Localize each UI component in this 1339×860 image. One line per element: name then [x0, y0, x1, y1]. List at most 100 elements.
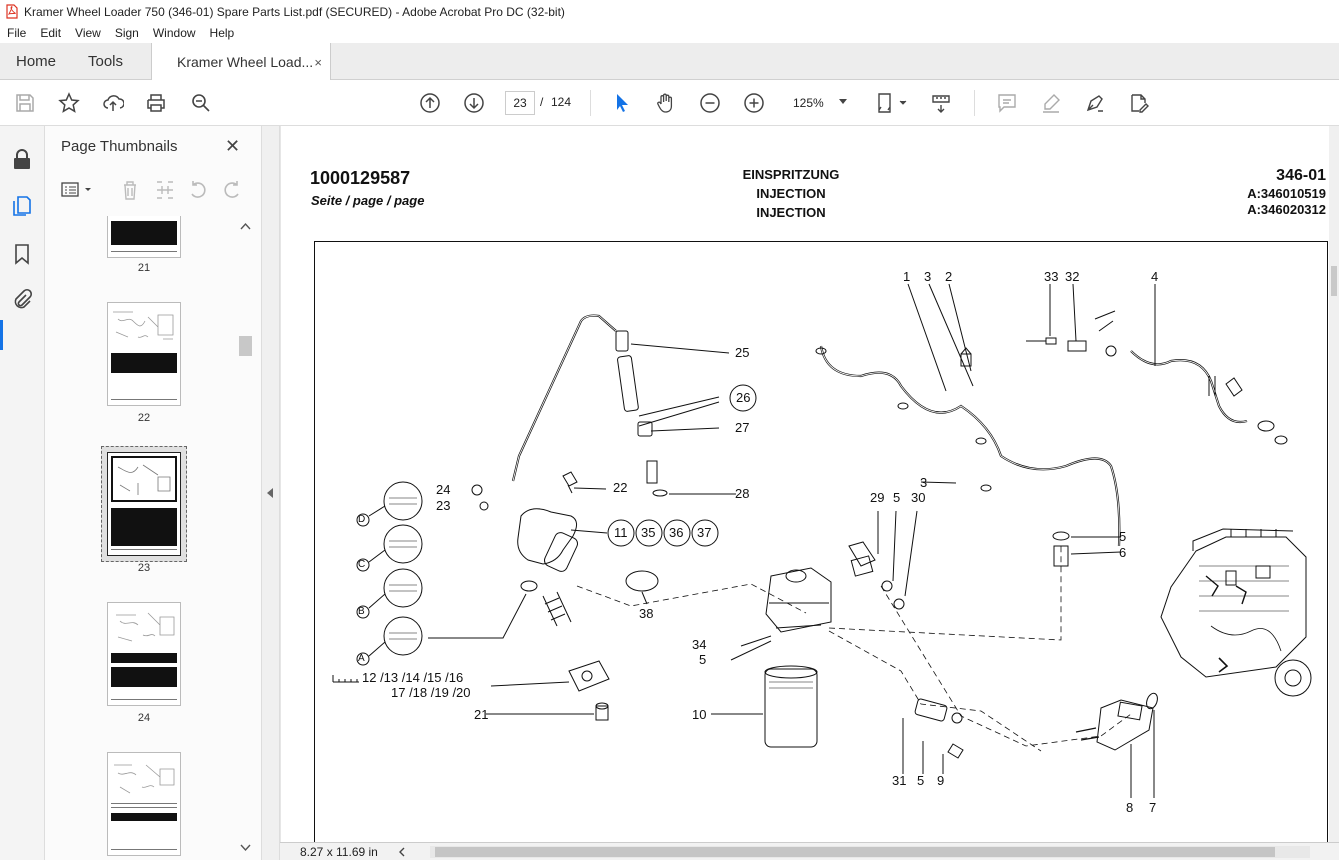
- previous-page-icon[interactable]: [418, 91, 442, 115]
- zoom-out-icon[interactable]: [698, 91, 722, 115]
- callout-28: 28: [735, 486, 750, 501]
- callout-A: A: [358, 653, 365, 664]
- callout-7: 7: [1149, 800, 1157, 815]
- print-icon[interactable]: [144, 91, 168, 115]
- serial-range-a: A:346010519: [1247, 186, 1326, 201]
- thumbnail-table-block: [111, 508, 177, 546]
- select-cursor-icon[interactable]: [610, 91, 634, 115]
- rotate-counterclockwise-icon[interactable]: [187, 179, 209, 201]
- scroll-up-icon[interactable]: [240, 222, 251, 230]
- upload-icon[interactable]: [101, 91, 125, 115]
- menu-window[interactable]: Window: [152, 26, 196, 40]
- page-separator: /: [540, 95, 544, 109]
- callout-17-20: 17 /18 /19 /20: [391, 685, 471, 700]
- highlight-pen-icon[interactable]: [1039, 91, 1063, 115]
- scroll-left-icon[interactable]: [398, 847, 406, 857]
- page-thumbnail-current[interactable]: [107, 452, 181, 556]
- menu-sign[interactable]: Sign: [114, 26, 139, 40]
- thumbnail-table-block: [111, 667, 177, 687]
- tab-home[interactable]: Home: [16, 53, 57, 70]
- callout-25: 25: [735, 345, 750, 360]
- comment-icon[interactable]: [995, 91, 1019, 115]
- thumbnail-footer-line: [111, 251, 177, 252]
- panel-collapse-splitter[interactable]: [262, 126, 280, 860]
- model-info: 346-01 A:346010519 A:346020312: [1226, 166, 1326, 218]
- scrollbar-thumb[interactable]: [435, 847, 1275, 857]
- next-page-icon[interactable]: [462, 91, 486, 115]
- thumbnail-table-block: [111, 653, 177, 663]
- thumbnail-table-block: [111, 813, 177, 821]
- callout-4: 4: [1151, 269, 1159, 284]
- acrobat-app-icon: [6, 4, 18, 19]
- thumbnail-toolbar: [57, 176, 257, 204]
- menu-edit[interactable]: Edit: [40, 26, 62, 40]
- thumbnail-footer-line: [111, 699, 177, 700]
- thumbnail-label: 21: [137, 262, 151, 274]
- section-title-de: EINSPRITZUNG: [742, 167, 840, 182]
- tab-close-button[interactable]: ×: [314, 54, 322, 70]
- scrollbar-thumb[interactable]: [239, 336, 252, 356]
- tab-document[interactable]: Kramer Wheel Load... ×: [151, 43, 331, 81]
- scroll-down-icon[interactable]: [240, 844, 251, 852]
- page-number-input[interactable]: 23: [505, 91, 535, 115]
- page-thumbnail[interactable]: [107, 602, 181, 706]
- panel-close-button[interactable]: ✕: [225, 136, 241, 156]
- bookmark-star-icon[interactable]: [57, 91, 81, 115]
- page-thumbnail[interactable]: [107, 302, 181, 406]
- delete-page-icon[interactable]: [119, 179, 141, 201]
- menu-help[interactable]: Help: [209, 26, 235, 40]
- callout-26: 26: [736, 390, 751, 405]
- extract-page-icon[interactable]: [154, 179, 176, 201]
- thumbnail-drawing: [117, 464, 171, 495]
- page-thumbnail[interactable]: [107, 752, 181, 856]
- tab-tools[interactable]: Tools: [88, 53, 124, 70]
- exploded-parts-diagram: [332, 283, 1312, 798]
- thumbnail-table-block: [111, 221, 177, 245]
- attachments-icon[interactable]: [10, 288, 34, 312]
- thumbnail-drawing: [116, 612, 175, 642]
- callout-23: 23: [436, 498, 451, 513]
- thumbnail-scrollbar[interactable]: [239, 218, 252, 858]
- fit-page-icon[interactable]: [876, 91, 910, 115]
- thumbnail-row-line: [111, 803, 177, 804]
- edit-pdf-icon[interactable]: [1127, 91, 1151, 115]
- thumbnail-footer-line: [111, 849, 177, 850]
- tab-document-label: Kramer Wheel Load...: [177, 54, 314, 70]
- zoom-in-icon[interactable]: [742, 91, 766, 115]
- menu-bar: File Edit View Sign Window Help: [0, 23, 1339, 43]
- search-zoom-icon[interactable]: [189, 91, 213, 115]
- page-thumbnails-icon[interactable]: [10, 194, 34, 218]
- toolbar-divider: [590, 90, 591, 116]
- hand-tool-icon[interactable]: [654, 91, 678, 115]
- callout-38: 38: [639, 606, 654, 621]
- thumbnail-label: 22: [137, 412, 151, 424]
- section-title-en: INJECTION: [756, 186, 826, 201]
- collapse-arrow-icon[interactable]: [267, 488, 273, 498]
- scrollbar-thumb[interactable]: [1331, 266, 1337, 296]
- scroll-mode-icon[interactable]: [929, 91, 953, 115]
- callout-D: D: [358, 514, 366, 525]
- callout-11: 11: [614, 525, 628, 540]
- sign-pen-icon[interactable]: [1083, 91, 1107, 115]
- thumbnail-footer-line: [111, 399, 177, 400]
- horizontal-scrollbar[interactable]: [430, 846, 1310, 858]
- callout-5-filter: 5: [699, 652, 707, 667]
- page-thumbnail[interactable]: [107, 216, 181, 258]
- thumbnail-options-icon[interactable]: [61, 180, 95, 200]
- page-dimensions: 8.27 x 11.69 in: [300, 845, 378, 859]
- parts-diagram-frame: [314, 241, 1328, 842]
- callout-31: 31: [892, 773, 907, 788]
- window-title: Kramer Wheel Loader 750 (346-01) Spare P…: [24, 4, 565, 19]
- save-icon[interactable]: [13, 91, 37, 115]
- callout-27: 27: [735, 420, 750, 435]
- callout-24: 24: [436, 482, 451, 497]
- document-vertical-scrollbar[interactable]: [1329, 126, 1339, 842]
- thumbnail-view-box: [111, 456, 177, 502]
- zoom-level-select[interactable]: 125%: [787, 91, 855, 115]
- bookmarks-icon[interactable]: [10, 242, 34, 266]
- callout-C: C: [358, 559, 366, 570]
- rotate-clockwise-icon[interactable]: [221, 179, 243, 201]
- menu-file[interactable]: File: [7, 26, 27, 40]
- menu-view[interactable]: View: [75, 26, 101, 40]
- lock-icon[interactable]: [10, 148, 34, 172]
